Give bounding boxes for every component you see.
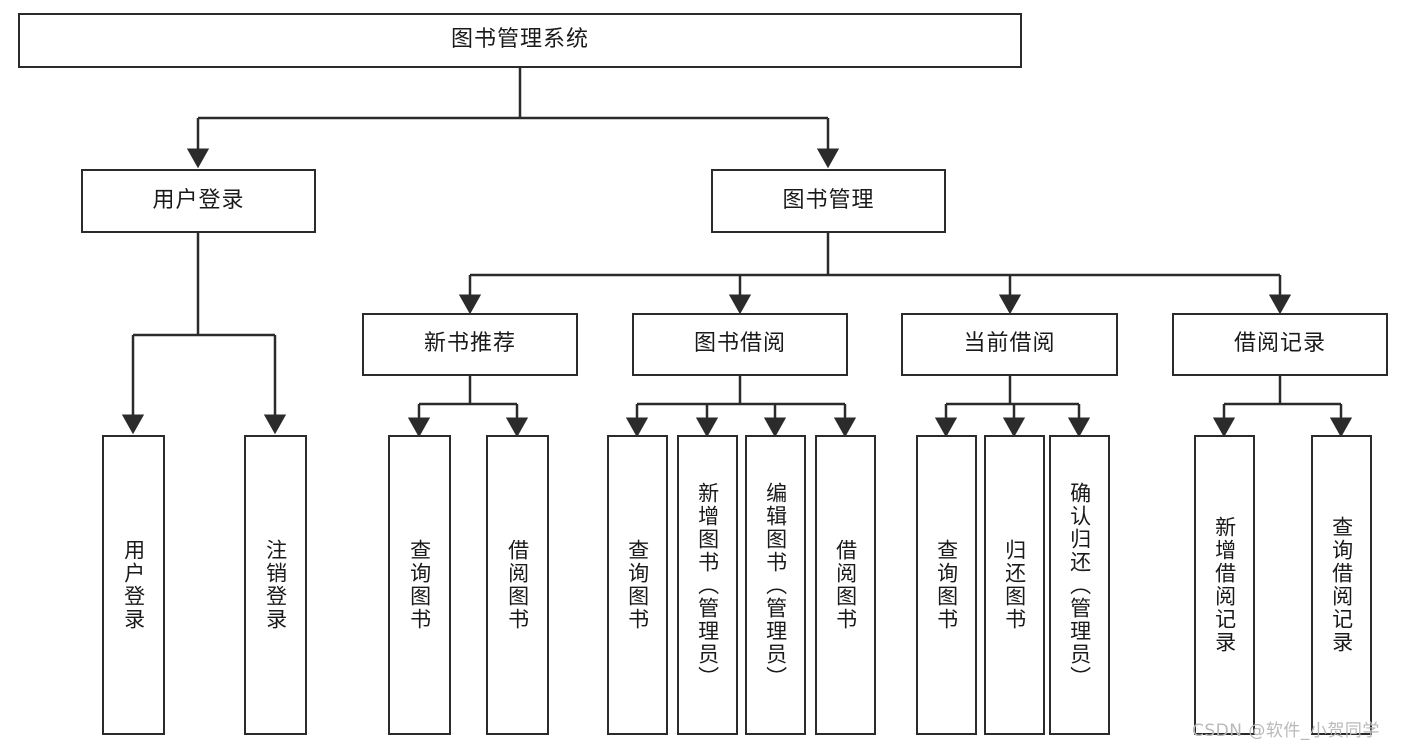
node-leaf-query-book-3[interactable]: 查询图书 xyxy=(916,435,977,735)
node-leaf-confirm-return[interactable]: 确认归还（管理员） xyxy=(1049,435,1110,735)
node-leaf-add-record-label: 新增借阅记录 xyxy=(1212,516,1237,654)
node-leaf-borrow-book-1[interactable]: 借阅图书 xyxy=(486,435,549,735)
node-user-login[interactable]: 用户登录 xyxy=(81,169,316,233)
node-new-book-recommend-label: 新书推荐 xyxy=(423,331,516,357)
node-book-manage[interactable]: 图书管理 xyxy=(711,169,946,233)
node-leaf-query-book-1-label: 查询图书 xyxy=(407,539,432,631)
node-new-book-recommend[interactable]: 新书推荐 xyxy=(362,313,578,376)
node-leaf-return-book[interactable]: 归还图书 xyxy=(984,435,1045,735)
node-leaf-query-record[interactable]: 查询借阅记录 xyxy=(1311,435,1372,735)
node-leaf-confirm-return-label: 确认归还（管理员） xyxy=(1067,481,1092,689)
node-leaf-edit-book[interactable]: 编辑图书（管理员） xyxy=(745,435,806,735)
node-leaf-query-record-label: 查询借阅记录 xyxy=(1329,516,1354,654)
node-leaf-borrow-book-1-label: 借阅图书 xyxy=(505,539,530,631)
node-leaf-return-book-label: 归还图书 xyxy=(1002,539,1027,631)
node-current-borrow[interactable]: 当前借阅 xyxy=(901,313,1118,376)
node-leaf-logout-login[interactable]: 注销登录 xyxy=(244,435,307,735)
node-leaf-add-book-label: 新增图书（管理员） xyxy=(695,481,720,689)
node-leaf-edit-book-label: 编辑图书（管理员） xyxy=(763,481,788,689)
node-current-borrow-label: 当前借阅 xyxy=(963,331,1056,357)
node-book-borrow-label: 图书借阅 xyxy=(693,331,786,357)
node-root-label: 图书管理系统 xyxy=(450,27,589,53)
csdn-watermark: CSDN @软件_小贺同学 xyxy=(1192,721,1380,741)
node-leaf-user-login[interactable]: 用户登录 xyxy=(102,435,165,735)
node-leaf-query-book-2[interactable]: 查询图书 xyxy=(607,435,668,735)
node-leaf-user-login-label: 用户登录 xyxy=(121,539,146,631)
node-leaf-query-book-1[interactable]: 查询图书 xyxy=(388,435,451,735)
node-borrow-record-label: 借阅记录 xyxy=(1233,331,1326,357)
node-leaf-add-book[interactable]: 新增图书（管理员） xyxy=(677,435,738,735)
node-borrow-record[interactable]: 借阅记录 xyxy=(1172,313,1388,376)
node-book-borrow[interactable]: 图书借阅 xyxy=(632,313,848,376)
node-leaf-query-book-2-label: 查询图书 xyxy=(625,539,650,631)
node-leaf-add-record[interactable]: 新增借阅记录 xyxy=(1194,435,1255,735)
node-leaf-borrow-book-2-label: 借阅图书 xyxy=(833,539,858,631)
node-user-login-label: 用户登录 xyxy=(152,187,245,213)
node-leaf-query-book-3-label: 查询图书 xyxy=(934,539,959,631)
node-root[interactable]: 图书管理系统 xyxy=(18,13,1022,68)
node-leaf-logout-login-label: 注销登录 xyxy=(263,539,288,631)
node-book-manage-label: 图书管理 xyxy=(782,187,875,213)
node-leaf-borrow-book-2[interactable]: 借阅图书 xyxy=(815,435,876,735)
